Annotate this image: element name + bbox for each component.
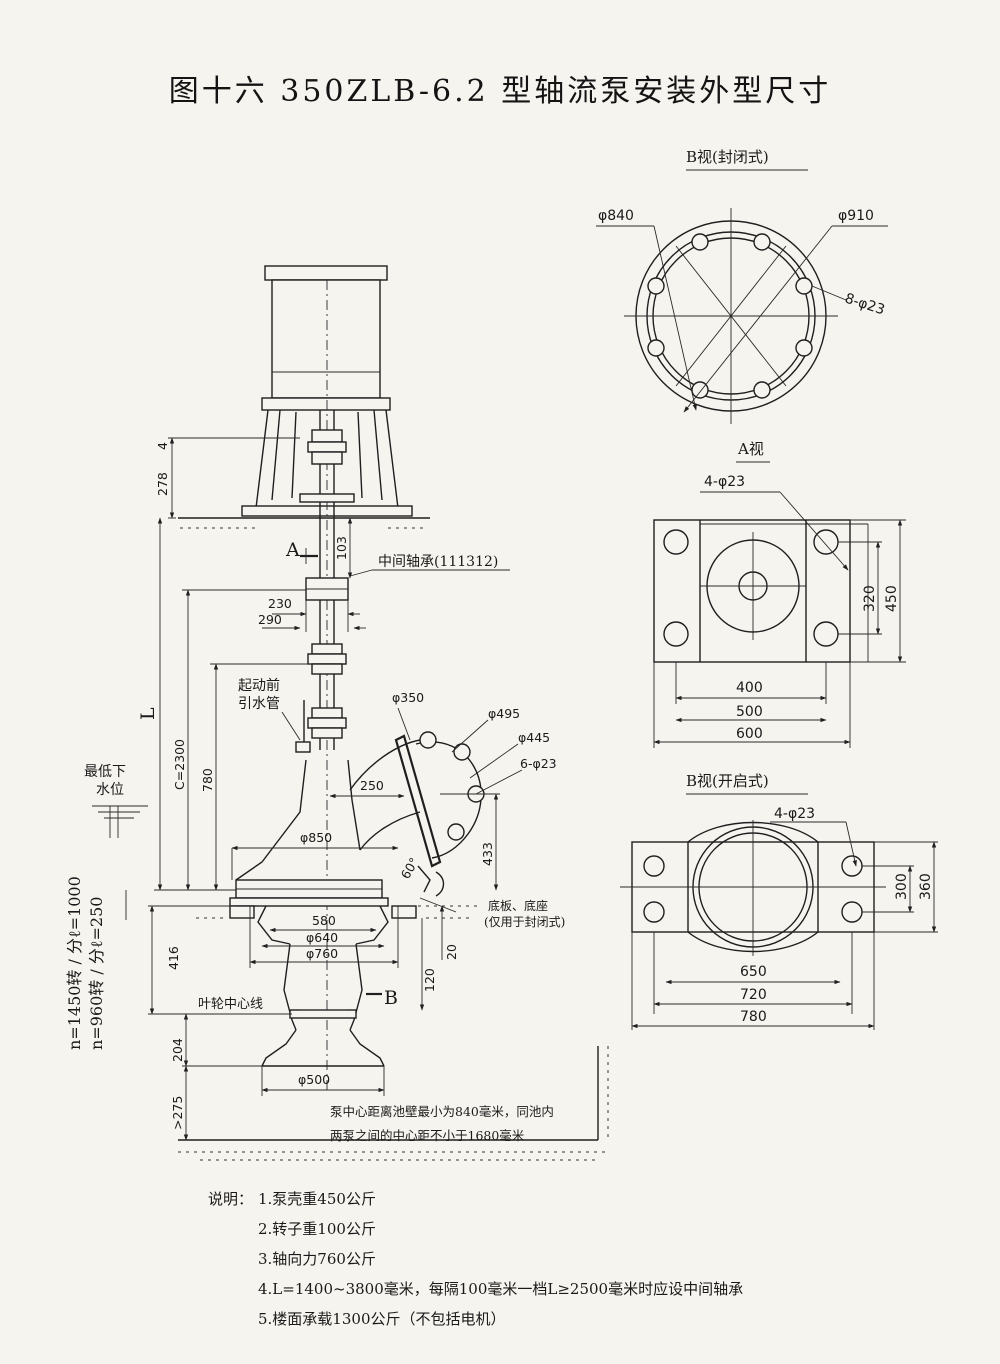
dim-6-phi-23: 6-φ23 — [520, 756, 557, 771]
dim-20: 20 — [444, 944, 459, 960]
dim-290: 290 — [258, 612, 282, 627]
intermediate-bearing-label: 中间轴承(111312) — [378, 554, 498, 570]
dim-120: 120 — [422, 968, 437, 992]
pump-shaft — [299, 280, 355, 1090]
section-b-marker: B — [384, 987, 398, 1009]
view-b-closed: B视(封闭式) φ840 — [596, 148, 888, 424]
priming-pipe-label-2: 引水管 — [238, 696, 280, 712]
pit-and-ground — [178, 905, 609, 1161]
bolt-holes-8-phi-23: 8-φ23 — [843, 291, 887, 319]
base-plate-label-2: (仅用于封闭式) — [484, 915, 565, 929]
dim-60-deg: 60° — [398, 855, 422, 882]
motor — [261, 265, 391, 411]
note-2: 2.转子重100公斤 — [258, 1220, 376, 1238]
impeller-centerline-label: 叶轮中心线 — [198, 997, 263, 1012]
side-dimensions — [92, 437, 523, 1141]
note-4: 4.L=1400~3800毫米，每隔100毫米一档L≥2500毫米时应设中间轴承 — [258, 1280, 744, 1298]
min-water-level-label-1: 最低下 — [84, 764, 126, 780]
dim-416: 416 — [166, 946, 181, 970]
dim-433: 433 — [480, 842, 495, 866]
dim-phi-760: φ760 — [306, 946, 338, 961]
dim-gt-275: >275 — [170, 1096, 185, 1130]
view-a-title: A视 — [737, 440, 764, 458]
priming-pipe-label-1: 起动前 — [238, 677, 280, 694]
dim-278: 278 — [155, 472, 170, 496]
note-3: 3.轴向力760公斤 — [258, 1250, 376, 1268]
dim-300: 300 — [894, 873, 910, 900]
dim-320: 320 — [862, 585, 878, 612]
wall-distance-note-1: 泵中心距离池壁最小为840毫米，同池内 — [330, 1104, 554, 1119]
base-plate-label-1: 底板、底座 — [488, 898, 548, 913]
view-a: A视 — [653, 440, 906, 748]
side-elevation: 278 4 A 103 中间轴承(111312) 230 290 L C=230… — [65, 265, 609, 1161]
bolt-holes-4-phi-23-a: 4-φ23 — [704, 474, 745, 490]
speed-label-2: n=960转 / 分ℓ=250 — [87, 897, 106, 1050]
dim-phi-350: φ350 — [392, 690, 424, 705]
drawing-title: 图十六 350ZLB-6.2 型轴流泵安装外型尺寸 — [168, 74, 832, 109]
dim-500: 500 — [736, 704, 763, 720]
dim-780: 780 — [200, 768, 215, 792]
dim-phi-640: φ640 — [306, 930, 338, 945]
dim-phi-445: φ445 — [518, 730, 550, 745]
dim-650: 650 — [740, 964, 767, 980]
section-a-marker: A — [285, 539, 300, 561]
dim-580: 580 — [312, 913, 336, 928]
speed-label-1: n=1450转 / 分ℓ=1000 — [65, 876, 84, 1050]
view-b-open-title: B视(开启式) — [686, 772, 769, 790]
dim-250: 250 — [360, 778, 384, 793]
dim-230: 230 — [268, 596, 292, 611]
view-b-closed-title: B视(封闭式) — [686, 148, 769, 166]
priming-pipe — [295, 700, 311, 753]
dim-204: 204 — [170, 1038, 185, 1062]
dim-450: 450 — [884, 585, 900, 612]
dim-phi-500: φ500 — [298, 1072, 330, 1087]
dim-600: 600 — [736, 726, 763, 742]
dim-103: 103 — [334, 536, 349, 560]
flange-bolt-holes — [647, 233, 813, 399]
dim-l: L — [137, 707, 159, 720]
dim-c2300: C=2300 — [172, 739, 187, 790]
dim-720: 720 — [740, 987, 767, 1003]
dim-360: 360 — [918, 873, 934, 900]
dim-phi-850: φ850 — [300, 830, 332, 845]
dim-4: 4 — [155, 442, 170, 450]
motor-stand — [178, 409, 430, 529]
pump-bowl — [229, 905, 417, 1067]
min-water-level-label-2: 水位 — [96, 782, 124, 798]
view-b-open: B视(开启式) — [620, 772, 938, 1030]
side-labels: 278 4 A 103 中间轴承(111312) 230 290 L C=230… — [65, 442, 565, 1143]
notes-heading: 说明： — [208, 1190, 254, 1208]
dim-400: 400 — [736, 680, 763, 696]
dim-phi-910: φ910 — [838, 208, 874, 224]
dim-phi-840: φ840 — [598, 208, 634, 224]
dim-phi-495: φ495 — [488, 706, 520, 721]
pump-body — [229, 731, 485, 907]
wall-distance-note-2: 两泵之间的中心距不小于1680毫米 — [330, 1128, 525, 1143]
note-1: 1.泵壳重450公斤 — [258, 1190, 376, 1208]
dim-780-b: 780 — [740, 1009, 767, 1025]
note-5: 5.楼面承载1300公斤（不包括电机） — [258, 1310, 506, 1328]
bolt-holes-4-phi-23-b: 4-φ23 — [774, 806, 815, 822]
